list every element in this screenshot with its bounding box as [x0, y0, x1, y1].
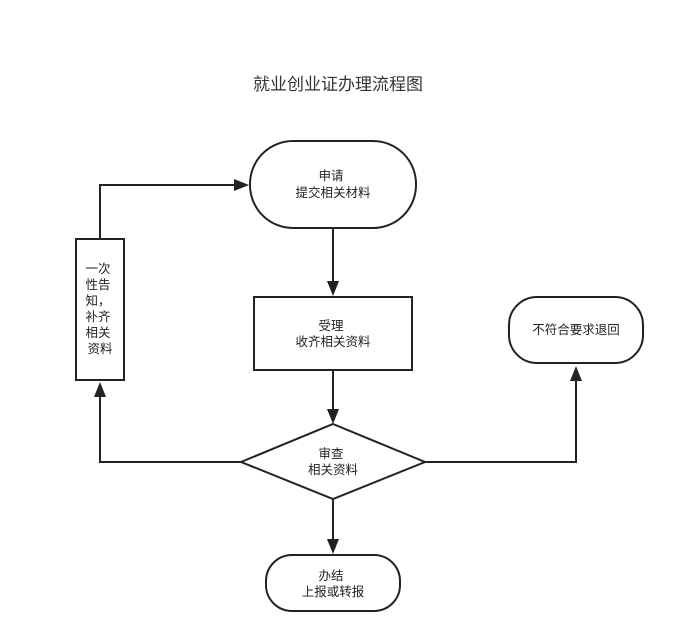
node-review-label-2: 相关资料	[308, 462, 359, 477]
svg-text:办结 上报或转报: 办结 上报或转报	[302, 568, 365, 599]
node-reject-label-1: 不符合要求退回	[532, 322, 620, 337]
node-reject: 不符合要求退回	[508, 296, 644, 364]
node-accept-label-2: 收齐相关资料	[295, 334, 371, 349]
node-apply-label-1: 申请	[319, 168, 344, 183]
node-finish-label-2: 上报或转报	[302, 584, 365, 599]
edge-review-to-notify	[99, 394, 241, 463]
arrowhead-review	[327, 409, 339, 424]
svg-text:不符合要求退回: 不符合要求退回	[532, 322, 620, 337]
node-review-label-1: 审查	[319, 446, 345, 461]
svg-text:审查 相关资料: 审查 相关资料	[308, 446, 359, 477]
node-review: 审查 相关资料	[238, 422, 428, 501]
node-notify: 一次 性告 知， 补齐 相关 资料	[75, 238, 125, 381]
node-notify-label-1: 一次	[86, 261, 111, 276]
edge-notify-to-apply	[99, 184, 237, 239]
node-notify-label-4: 补齐	[86, 309, 112, 324]
node-finish-label-1: 办结	[319, 568, 344, 583]
node-apply-label-2: 提交相关材料	[295, 185, 371, 200]
svg-text:受理 收齐相关资料: 受理 收齐相关资料	[295, 318, 371, 349]
arrowhead-apply	[234, 179, 249, 191]
node-notify-label-5: 相关	[86, 325, 111, 340]
arrowhead-reject	[570, 366, 582, 381]
node-finish: 办结 上报或转报	[265, 554, 401, 612]
arrowhead-accept	[327, 281, 339, 296]
node-accept: 受理 收齐相关资料	[253, 296, 413, 371]
svg-text:一次 性告 知， 补齐: 一次 性告 知， 补齐 相关 资料	[86, 261, 115, 356]
diagram-title: 就业创业证办理流程图	[253, 75, 423, 95]
node-notify-label-2: 性告	[86, 277, 111, 292]
arrowhead-finish	[327, 539, 339, 554]
node-accept-label-1: 受理	[319, 318, 345, 333]
arrowhead-notify	[94, 382, 106, 397]
node-notify-label-3: 知，	[86, 293, 111, 308]
node-apply: 申请 提交相关材料	[249, 140, 417, 229]
edge-review-to-reject	[425, 378, 577, 463]
svg-text:申请 提交相关材料: 申请 提交相关材料	[295, 168, 371, 200]
node-notify-label-6: 资料	[87, 341, 113, 356]
